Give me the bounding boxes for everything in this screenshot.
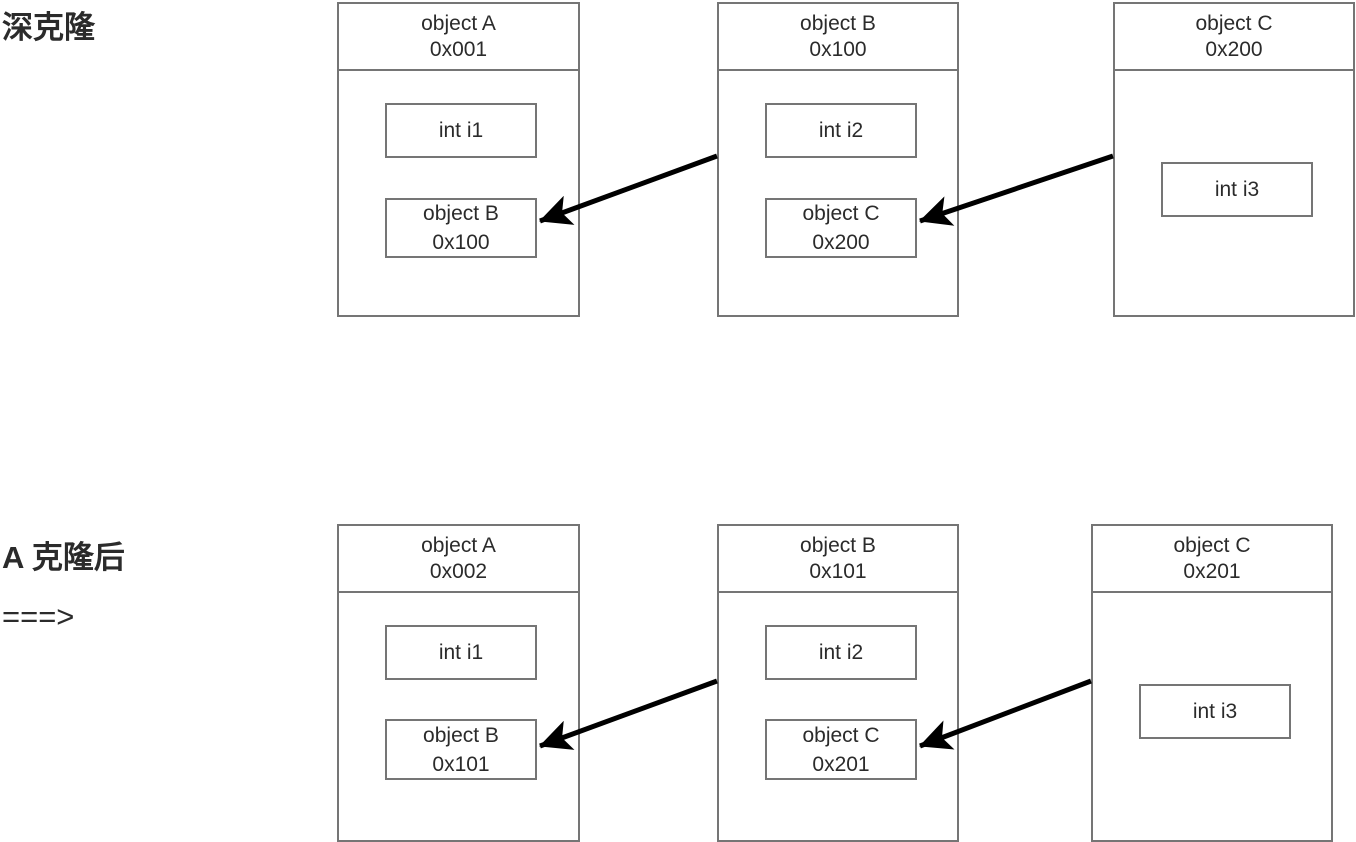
object-body: int i3 — [1093, 593, 1331, 840]
field-box-int-i3: int i3 — [1161, 162, 1313, 217]
object-body: int i3 — [1115, 71, 1353, 315]
field-box-ref-object-c: object C 0x201 — [765, 719, 917, 780]
field-label: int i3 — [1214, 178, 1260, 201]
object-name: object A — [421, 11, 496, 35]
object-address: 0x101 — [809, 559, 867, 583]
object-body: int i2 object C 0x201 — [719, 593, 957, 840]
field-box-int-i1: int i1 — [385, 103, 537, 158]
object-box-b-clone: object B 0x101 int i2 object C 0x201 — [717, 524, 959, 842]
field-box-int-i2: int i2 — [765, 625, 917, 680]
field-label: int i1 — [438, 119, 484, 142]
object-box-a-clone: object A 0x002 int i1 object B 0x101 — [337, 524, 580, 842]
field-address: 0x200 — [812, 231, 870, 254]
field-box-ref-object-b: object B 0x101 — [385, 719, 537, 780]
object-body: int i2 object C 0x200 — [719, 71, 957, 315]
field-label: object C — [802, 723, 880, 747]
field-label: object B — [423, 202, 499, 225]
object-header: object B 0x100 — [719, 4, 957, 71]
object-name: object A — [421, 533, 496, 557]
object-address: 0x001 — [429, 37, 488, 61]
object-name: object C — [1173, 533, 1251, 557]
object-name: object B — [800, 533, 876, 557]
section-label-after-clone: A 克隆后 — [2, 540, 125, 575]
field-box-ref-object-c: object C 0x200 — [765, 198, 917, 258]
object-address: 0x201 — [1183, 559, 1241, 583]
object-box-c-original: object C 0x200 int i3 — [1113, 2, 1355, 317]
field-address: 0x100 — [432, 231, 490, 254]
field-box-int-i2: int i2 — [765, 103, 917, 158]
field-label: object C — [802, 202, 880, 225]
field-address: 0x101 — [432, 752, 490, 776]
object-name: object B — [800, 11, 876, 35]
field-label: int i1 — [438, 641, 484, 664]
section-label-arrow-text: ===> — [2, 599, 75, 634]
field-label: object B — [423, 723, 499, 747]
field-box-ref-object-b: object B 0x100 — [385, 198, 537, 258]
object-box-a-original: object A 0x001 int i1 object B 0x100 — [337, 2, 580, 317]
object-header: object B 0x101 — [719, 526, 957, 593]
section-label-deep-clone: 深克隆 — [2, 10, 95, 45]
object-address: 0x002 — [429, 559, 488, 583]
field-label: int i3 — [1192, 700, 1238, 723]
field-box-int-i3: int i3 — [1139, 684, 1291, 739]
field-address: 0x201 — [812, 752, 870, 776]
object-header: object A 0x001 — [339, 4, 578, 71]
object-address: 0x100 — [809, 37, 867, 61]
object-box-c-clone: object C 0x201 int i3 — [1091, 524, 1333, 842]
field-label: int i2 — [818, 119, 864, 142]
field-label: int i2 — [818, 641, 864, 664]
object-address: 0x200 — [1205, 37, 1263, 61]
field-box-int-i1: int i1 — [385, 625, 537, 680]
object-box-b-original: object B 0x100 int i2 object C 0x200 — [717, 2, 959, 317]
object-body: int i1 object B 0x100 — [339, 71, 578, 315]
object-body: int i1 object B 0x101 — [339, 593, 578, 840]
object-header: object C 0x201 — [1093, 526, 1331, 593]
object-header: object C 0x200 — [1115, 4, 1353, 71]
object-header: object A 0x002 — [339, 526, 578, 593]
object-name: object C — [1195, 11, 1273, 35]
